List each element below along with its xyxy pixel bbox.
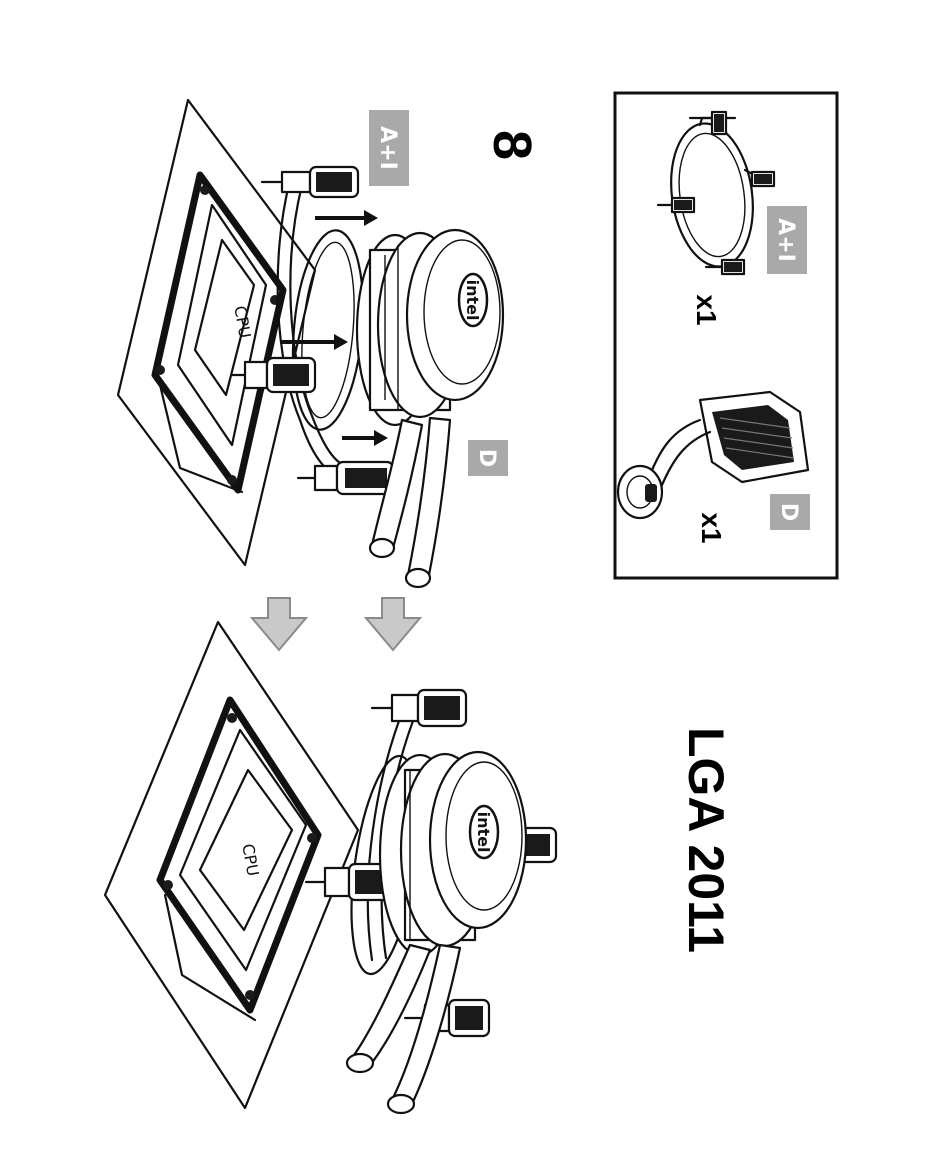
svg-text:A+I: A+I <box>375 126 400 170</box>
cooler-hoses <box>370 418 450 587</box>
post-icon <box>372 690 466 726</box>
cooler-tag: D <box>468 440 508 476</box>
step-number: 8 <box>482 130 542 160</box>
svg-text:intel: intel <box>474 812 493 853</box>
socket-label: LGA 2011 <box>678 727 734 953</box>
exploded-assembly: CPU <box>118 100 508 587</box>
transition-arrow <box>252 598 306 650</box>
assembled-view: CPU <box>105 622 556 1113</box>
post-icon <box>298 462 393 494</box>
post-icon <box>232 358 315 392</box>
bracket-quantity: x1 <box>691 294 722 325</box>
cooler-quantity: x1 <box>696 512 727 543</box>
svg-text:D: D <box>776 503 801 521</box>
direction-arrow <box>315 210 378 226</box>
cooler-tag: D <box>770 494 810 530</box>
post-icon <box>262 167 358 197</box>
parts-box: A+I x1 D x1 <box>615 93 837 578</box>
svg-text:A+I: A+I <box>773 218 798 262</box>
pump-head: intel <box>357 230 503 425</box>
bracket-tag: A+I <box>369 110 409 186</box>
intel-logo: intel <box>459 274 487 326</box>
transition-arrow <box>366 598 420 650</box>
pump-head: intel <box>380 752 526 955</box>
intel-logo: intel <box>470 806 498 858</box>
svg-text:D: D <box>474 449 499 467</box>
svg-text:intel: intel <box>463 280 482 321</box>
bracket-tag: A+I <box>767 206 807 274</box>
direction-arrow <box>342 430 388 446</box>
post-icon <box>752 172 774 186</box>
